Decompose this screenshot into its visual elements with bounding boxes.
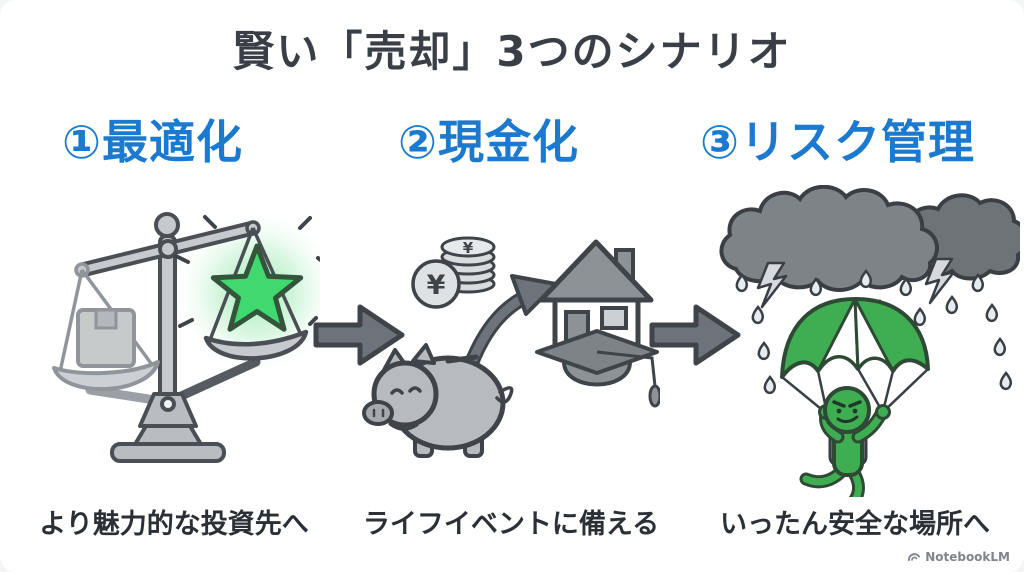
scenario-1-caption: より魅力的な投資先へ [39, 509, 309, 540]
arrow-right-icon [649, 304, 741, 366]
attribution: NotebookLM [907, 550, 1010, 564]
pig-tail [495, 386, 514, 404]
piggy-bank-icon [362, 343, 514, 458]
lightning-icon [756, 257, 956, 309]
parachutist-character [799, 386, 891, 497]
cash-conversion-illustration: ¥ ¥ [362, 236, 660, 458]
yen-coin-icon: ¥ [411, 259, 461, 309]
svg-text:¥: ¥ [427, 270, 446, 301]
scenario-2-caption: ライフイベントに備える [362, 509, 660, 540]
box-weight-on-pan [52, 268, 160, 392]
balance-scale-icon [52, 212, 320, 463]
star-icon [210, 243, 304, 332]
risk-management-illustration [719, 185, 1020, 497]
graduation-cap-icon [535, 329, 660, 408]
coin-slot [445, 354, 479, 364]
sparkle-rays [174, 215, 320, 328]
scenario-2-heading: ②現金化 [398, 115, 579, 169]
scenario-1-heading: ①最適化 [62, 115, 243, 169]
attribution-label: NotebookLM [925, 550, 1010, 564]
scenario-3-heading: ③リスク管理 [700, 115, 975, 169]
arrow-right-icon [313, 304, 405, 366]
smirk-face [832, 400, 862, 424]
coin-stack-icon: ¥ [440, 236, 496, 294]
parachute-icon [780, 297, 930, 414]
tassel [648, 384, 660, 408]
notebooklm-logo-icon [908, 553, 921, 561]
storm-cloud-icon [719, 185, 939, 292]
scenario-3-caption: いったん安全な場所へ [720, 509, 990, 540]
page-title: 賢い「売却」3つのシナリオ [232, 27, 792, 76]
svg-text:¥: ¥ [463, 239, 474, 257]
